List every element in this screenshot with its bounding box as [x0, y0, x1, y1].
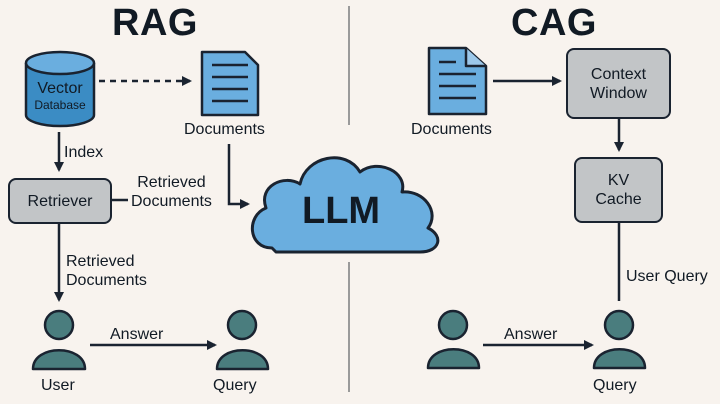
retrieved-documents-down-line2: Documents	[66, 272, 147, 289]
vector-database-label: Vector Database	[26, 80, 94, 113]
rag-title: RAG	[112, 2, 198, 44]
kv-cache-line1: KV	[607, 172, 630, 189]
context-window-line2: Window	[590, 84, 647, 102]
vector-database-line1: Vector	[37, 80, 83, 97]
user-query-label: User Query	[626, 268, 708, 285]
vector-database-line2: Database	[34, 98, 86, 112]
retriever-label: Retriever	[27, 192, 93, 210]
user-person-icon	[31, 309, 87, 371]
llm-label: LLM	[302, 190, 381, 232]
arrow-documents-to-llm	[227, 144, 250, 209]
cag-user-person-icon	[426, 309, 481, 370]
user-label: User	[41, 377, 75, 394]
retrieved-documents-right-label: Retrieved Documents	[131, 173, 212, 211]
cag-answer-label: Answer	[504, 326, 558, 343]
retrieved-documents-down-label: Retrieved Documents	[66, 252, 147, 290]
rag-answer-label: Answer	[110, 326, 164, 343]
query-person-icon	[215, 309, 270, 371]
kv-cache-line2: Cache	[595, 191, 642, 208]
retriever-box: Retriever	[8, 178, 112, 224]
llm-cloud-icon	[250, 156, 440, 254]
cag-query-person-icon	[592, 309, 647, 370]
retrieved-documents-down-line1: Retrieved	[66, 253, 135, 270]
kv-cache-box: KV Cache	[574, 157, 663, 223]
rag-document-icon	[200, 50, 260, 117]
cag-document-icon	[427, 46, 488, 116]
context-window-line1: Context	[590, 65, 647, 83]
context-window-box: Context Window	[566, 48, 671, 119]
rag-documents-label: Documents	[184, 121, 265, 138]
cag-query-label: Query	[593, 377, 637, 394]
index-label: Index	[64, 144, 104, 161]
retrieved-documents-right-line2: Documents	[131, 193, 212, 210]
retrieved-documents-right-line1: Retrieved	[137, 174, 206, 191]
cag-title: CAG	[511, 2, 597, 44]
rag-query-label: Query	[213, 377, 257, 394]
vector-database-icon	[24, 50, 96, 128]
cag-documents-label: Documents	[411, 121, 492, 138]
